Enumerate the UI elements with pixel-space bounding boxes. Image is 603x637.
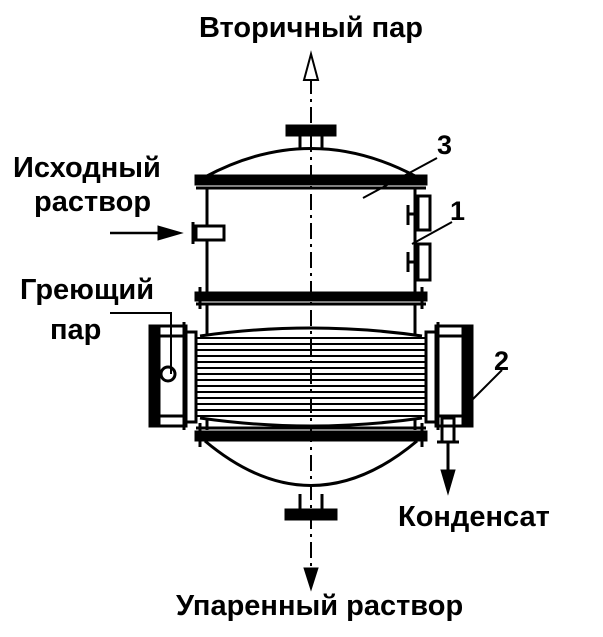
heating-steam-leader — [110, 312, 172, 374]
evaporated-solution-label: Упаренный раствор — [176, 590, 464, 622]
callout-3: 3 — [437, 130, 453, 160]
condensate-outlet — [437, 416, 459, 470]
callout-2-leader — [467, 369, 503, 405]
heating-steam-label-line2: пар — [50, 314, 102, 346]
secondary-steam-label: Вторичный пар — [199, 12, 423, 44]
product-arrow — [303, 567, 319, 592]
feed-inlet-nozzle — [191, 222, 226, 244]
callout-1-leader — [411, 221, 453, 245]
feed-solution-label-line1: Исходный — [13, 152, 161, 184]
feed-solution-label-line2: раствор — [34, 186, 152, 218]
condensate-label: Конденсат — [398, 501, 550, 533]
callout-3-leader — [362, 157, 438, 199]
callout-2: 2 — [494, 346, 510, 376]
heating-steam-label-line1: Греющий — [20, 274, 155, 306]
feed-arrow-head — [157, 225, 184, 241]
level-gauge — [406, 194, 432, 282]
callout-1: 1 — [450, 196, 466, 226]
condensate-arrow — [440, 469, 456, 496]
steam-inlet-port — [159, 365, 177, 383]
secondary-steam-arrow — [302, 50, 320, 81]
